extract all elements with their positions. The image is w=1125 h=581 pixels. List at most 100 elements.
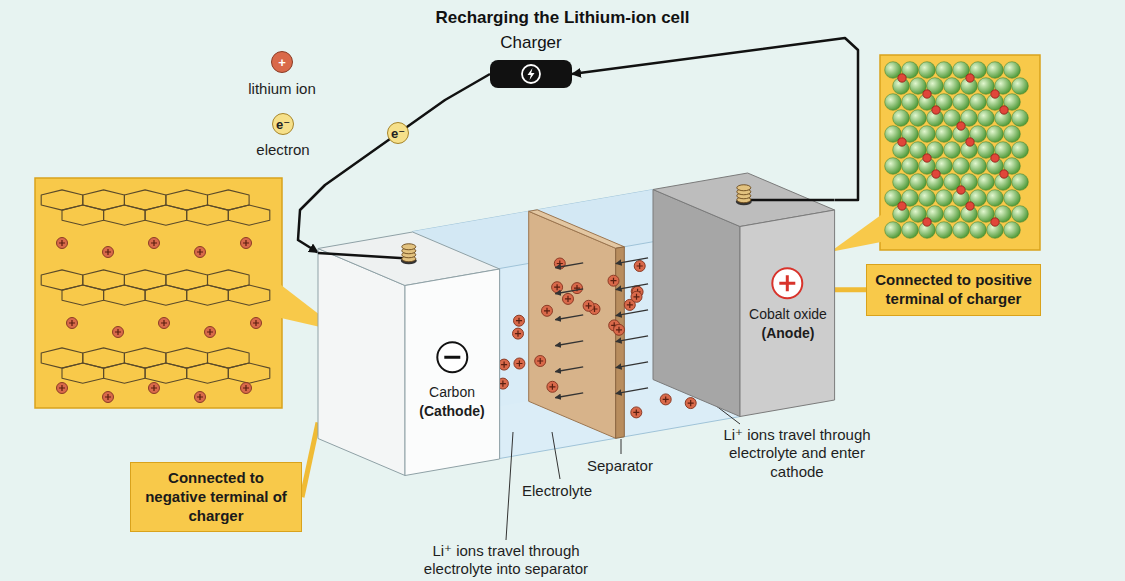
lattice-inset bbox=[880, 55, 1040, 250]
lithium-ion bbox=[195, 247, 206, 258]
icon-ring bbox=[522, 65, 540, 83]
graphite-hexagon bbox=[228, 363, 269, 383]
ion-circle bbox=[57, 383, 68, 394]
lattice-lithium bbox=[932, 170, 940, 178]
node-label: Carbon bbox=[429, 384, 475, 400]
oxide-sphere bbox=[978, 174, 995, 191]
ion-circle bbox=[251, 318, 262, 329]
ion-plus bbox=[69, 320, 75, 326]
ion-plus bbox=[197, 394, 203, 400]
oxide-sphere bbox=[987, 62, 1004, 79]
graphite-hexagon bbox=[62, 363, 104, 383]
lithium-ion bbox=[547, 381, 558, 392]
flow-arrow bbox=[616, 258, 648, 264]
lightning-bolt bbox=[528, 68, 535, 80]
ion-plus bbox=[207, 329, 213, 335]
ion-plus bbox=[627, 302, 633, 308]
graphite-hexagon bbox=[228, 205, 269, 225]
diagram-title: Recharging the Lithium-ion cell bbox=[0, 8, 1125, 29]
flow-arrow bbox=[555, 263, 583, 268]
ion-plus bbox=[610, 278, 616, 284]
callout-box: Connected to positive terminal of charge… bbox=[866, 264, 1041, 316]
ion-circle bbox=[572, 283, 583, 294]
ion-circle bbox=[241, 238, 252, 249]
ion-plus bbox=[243, 240, 249, 246]
ion-circle bbox=[103, 247, 114, 258]
terminal-coil bbox=[737, 185, 751, 191]
ion-plus bbox=[501, 362, 507, 368]
flow-arrow bbox=[555, 315, 583, 320]
oxide-sphere bbox=[1012, 142, 1029, 159]
ion-circle bbox=[113, 327, 124, 338]
oxide-sphere bbox=[902, 94, 919, 111]
ion-circle bbox=[103, 392, 114, 403]
ion-circle bbox=[685, 398, 696, 409]
lithium-ion bbox=[513, 328, 524, 339]
block-outline bbox=[653, 173, 835, 417]
lattice-lithium bbox=[957, 122, 965, 130]
oxide-sphere bbox=[944, 78, 961, 95]
terminal-coil bbox=[402, 243, 416, 249]
flow-arrow bbox=[555, 393, 583, 398]
lithium-ion bbox=[614, 324, 625, 335]
polarity-circle bbox=[773, 268, 803, 298]
node-sublabel: (Cathode) bbox=[419, 403, 484, 419]
lithium-ion bbox=[631, 291, 642, 302]
lithium-ion bbox=[57, 383, 68, 394]
wire-stub bbox=[744, 199, 835, 202]
ion-plus bbox=[151, 240, 157, 246]
oxide-sphere bbox=[1012, 110, 1029, 127]
oxide-sphere bbox=[944, 142, 961, 159]
ion-circle bbox=[149, 238, 160, 249]
ion-circle bbox=[67, 318, 78, 329]
leader-line bbox=[552, 432, 560, 479]
ion-plus bbox=[557, 260, 563, 266]
oxide-sphere bbox=[1004, 62, 1021, 79]
ion-plus bbox=[688, 400, 694, 406]
wire-stub bbox=[318, 253, 408, 259]
lithium-ion bbox=[149, 383, 160, 394]
oxide-sphere bbox=[1004, 222, 1021, 239]
oxide-sphere bbox=[885, 222, 902, 239]
lithium-ion bbox=[195, 392, 206, 403]
oxide-sphere bbox=[970, 158, 987, 175]
part-label: Separator bbox=[587, 457, 653, 475]
ion-plus bbox=[554, 284, 560, 290]
lattice-lithium bbox=[1000, 106, 1008, 114]
ion-plus bbox=[59, 240, 65, 246]
lithium-ion bbox=[583, 300, 594, 311]
graphite-hexagon bbox=[62, 205, 104, 225]
ion-plus bbox=[586, 303, 592, 309]
lattice-lithium bbox=[898, 202, 906, 210]
electron-symbol: e⁻ bbox=[272, 113, 294, 135]
graphite-hexagon bbox=[145, 285, 187, 305]
oxide-sphere bbox=[1012, 78, 1029, 95]
lithium-ion bbox=[57, 238, 68, 249]
ion-circle bbox=[149, 383, 160, 394]
oxide-sphere bbox=[1012, 206, 1029, 223]
ion-circle bbox=[195, 247, 206, 258]
oxide-sphere bbox=[910, 110, 927, 127]
lithium-ion bbox=[631, 407, 642, 418]
flow-arrow bbox=[616, 284, 648, 290]
lattice-lithium bbox=[966, 202, 974, 210]
sphere-lattice bbox=[885, 62, 1029, 239]
block-front-face bbox=[740, 210, 835, 417]
note-label: Li⁺ ions travel through electrolyte into… bbox=[400, 542, 612, 579]
ion-plus bbox=[105, 249, 111, 255]
lithium-ion bbox=[572, 283, 583, 294]
graphite-inset bbox=[35, 178, 282, 408]
graphite-hexagon bbox=[187, 363, 229, 383]
lithium-ion bbox=[499, 359, 510, 370]
ion-plus bbox=[253, 320, 259, 326]
legend-text: lithium ion bbox=[237, 80, 327, 98]
oxide-sphere bbox=[919, 190, 936, 207]
ion-plus bbox=[197, 249, 203, 255]
ion-plus bbox=[115, 329, 121, 335]
oxide-sphere bbox=[936, 126, 953, 143]
ion-plus bbox=[516, 360, 522, 366]
ion-circle bbox=[159, 318, 170, 329]
note-label: Li⁺ ions travel through electrolyte and … bbox=[718, 426, 876, 481]
charger-box: Charger bbox=[490, 60, 572, 88]
